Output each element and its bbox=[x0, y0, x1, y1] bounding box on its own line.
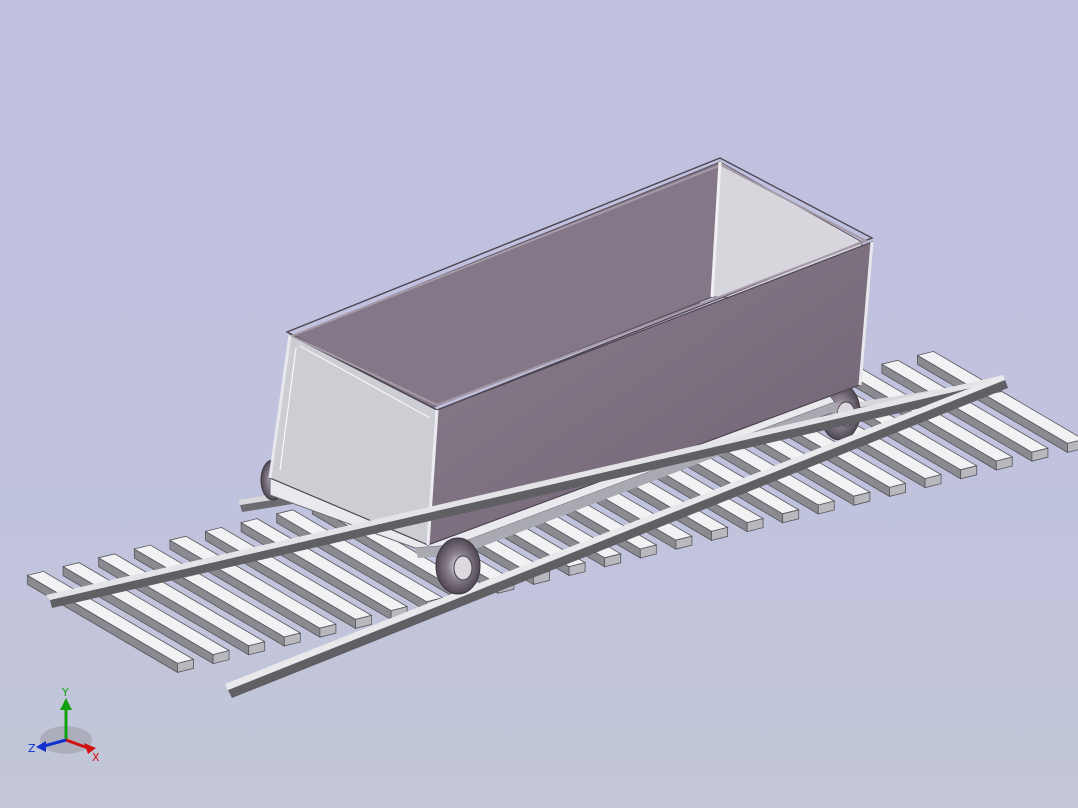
sleeper-face bbox=[604, 553, 622, 568]
sleeper-face bbox=[639, 544, 657, 559]
triad-axis-z bbox=[36, 738, 67, 752]
sleeper-face bbox=[283, 632, 301, 647]
sleeper-face bbox=[1031, 447, 1049, 462]
wheel-front-left bbox=[435, 537, 481, 595]
sleeper-face bbox=[319, 623, 337, 638]
sleeper bbox=[916, 350, 1078, 454]
sleeper-face bbox=[568, 562, 586, 577]
mine-cart-body[interactable] bbox=[268, 157, 874, 558]
sleeper-face bbox=[889, 482, 906, 497]
sleeper-face bbox=[746, 518, 764, 533]
triad-label-y: Y bbox=[61, 686, 69, 699]
sleeper-face bbox=[924, 474, 942, 489]
sleeper-face bbox=[1067, 440, 1078, 453]
triad-axis-y bbox=[60, 698, 72, 740]
sleeper-face bbox=[177, 658, 194, 673]
triad-label-x: X bbox=[92, 751, 100, 764]
sleeper-face bbox=[355, 614, 372, 629]
triad-axis-x bbox=[65, 738, 96, 754]
rail-front bbox=[46, 375, 1008, 698]
sleeper-face bbox=[995, 456, 1013, 471]
orientation-triad[interactable]: Y X Z bbox=[18, 686, 118, 776]
sleeper-face bbox=[960, 465, 978, 480]
sleeper-face bbox=[711, 526, 728, 541]
triad-label-z: Z bbox=[28, 742, 36, 755]
sleeper bbox=[880, 359, 1049, 462]
sleeper-face bbox=[212, 650, 230, 665]
sleeper-face bbox=[675, 535, 693, 550]
sleeper-face bbox=[853, 491, 871, 506]
sleeper-face bbox=[248, 641, 266, 656]
sleeper-face bbox=[817, 500, 835, 515]
sleeper-face bbox=[782, 509, 800, 524]
sleeper-face bbox=[916, 350, 1078, 444]
